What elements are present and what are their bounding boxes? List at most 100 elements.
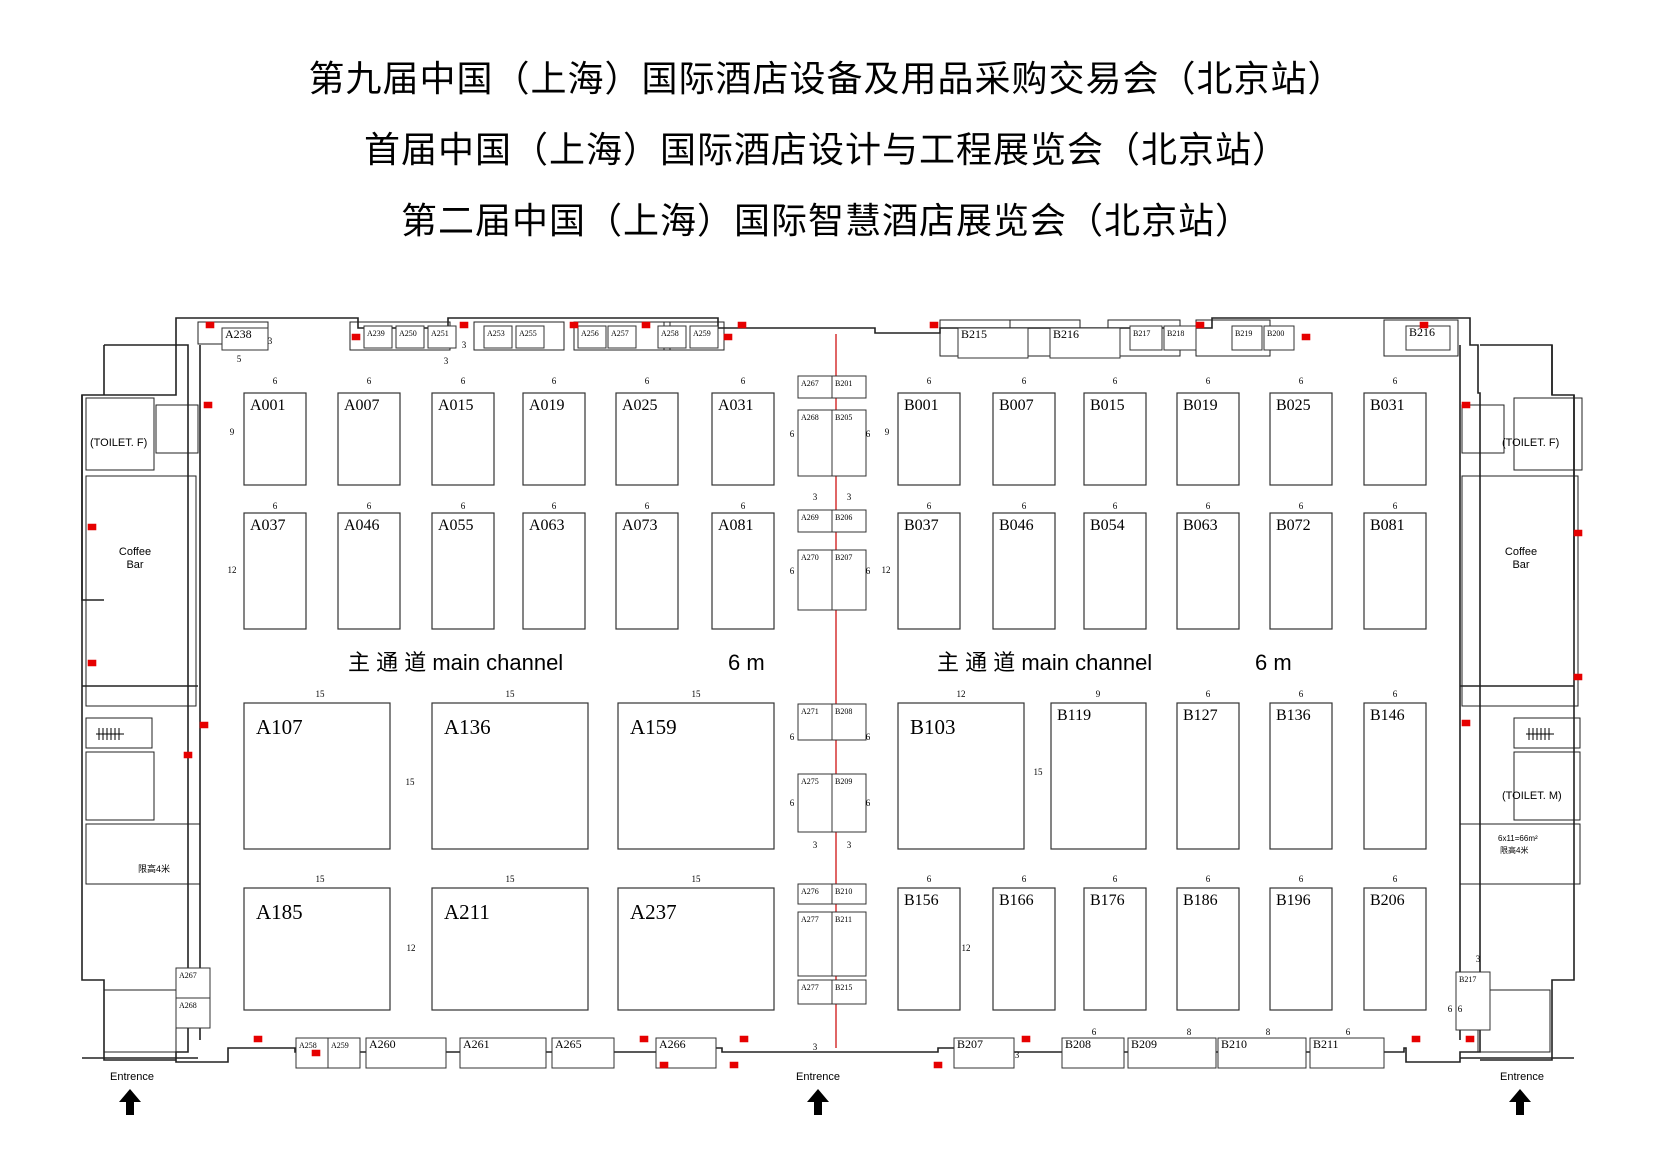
- dim-width: 15: [692, 689, 702, 699]
- dim-width: 6: [1113, 501, 1118, 511]
- small-booth-a239: A239: [363, 325, 393, 349]
- dim-width: 6: [1206, 689, 1211, 699]
- small-booth-a271: A271: [797, 703, 833, 741]
- dim-width: 6: [1022, 501, 1027, 511]
- arrow-up-icon: [119, 1089, 141, 1115]
- booth-b127: B127: [1176, 702, 1240, 850]
- dim-misc: 3: [1476, 954, 1481, 964]
- dim-depth: 9: [230, 427, 235, 437]
- entrance-center[interactable]: Entrence: [796, 1071, 840, 1115]
- booth-outline: [1061, 1037, 1125, 1069]
- booth-label: B218: [1167, 329, 1184, 338]
- room-outline: [85, 751, 155, 821]
- booth-outline: [395, 325, 425, 349]
- small-booth-b207: B207: [953, 1037, 1015, 1069]
- small-booth-b210: B210: [1217, 1037, 1307, 1069]
- booth-outline: [992, 512, 1056, 630]
- booth-label: A277: [801, 983, 819, 992]
- booth-outline: [1163, 325, 1197, 351]
- booth-outline: [657, 325, 687, 349]
- booth-b063: B063: [1176, 512, 1240, 630]
- booth-a081: A081: [711, 512, 775, 630]
- small-booth-a277: A277: [797, 979, 833, 1005]
- booth-label: A031: [718, 397, 754, 414]
- booth-label: B001: [904, 397, 939, 414]
- booth-label: A258: [661, 329, 679, 338]
- booth-outline: [711, 512, 775, 630]
- dim-center: 6: [790, 732, 795, 742]
- booth-label: B196: [1276, 892, 1311, 909]
- booth-label: A063: [529, 517, 565, 534]
- fire-extinguisher-marker: [639, 1035, 649, 1043]
- dim-width: 6: [552, 376, 557, 386]
- booth-label: A277: [801, 915, 819, 924]
- booth-label: A073: [622, 517, 658, 534]
- booth-outline: [483, 325, 513, 349]
- booth-outline: [1176, 887, 1240, 1011]
- booth-outline: [957, 327, 1029, 359]
- booth-label: B019: [1183, 397, 1218, 414]
- booth-outline: [427, 325, 457, 349]
- room-outline: [155, 404, 199, 454]
- booth-label: A185: [256, 900, 303, 924]
- dim-center: 6: [866, 732, 871, 742]
- booth-outline: [243, 392, 307, 486]
- booth-outline: [897, 392, 961, 486]
- booth-outline: [897, 702, 1025, 850]
- dim-center: 3: [813, 492, 818, 502]
- booth-label: B037: [904, 517, 939, 534]
- booth-label: B031: [1370, 397, 1405, 414]
- booth-label: A268: [179, 1001, 197, 1010]
- dim-width: 6: [1299, 689, 1304, 699]
- booth-outline: [1127, 1037, 1217, 1069]
- coffee-bar-left-label-2: Bar: [126, 559, 143, 571]
- booth-label: A265: [555, 1037, 582, 1051]
- small-booth-b207: B207: [831, 549, 867, 611]
- dim-misc: 3: [444, 356, 449, 366]
- fire-extinguisher-marker: [203, 401, 213, 409]
- fire-extinguisher-marker: [205, 321, 215, 329]
- booth-b037: B037: [897, 512, 961, 630]
- booth-label: A019: [529, 397, 565, 414]
- small-booth-b205: B205: [831, 409, 867, 477]
- booth-outline: [1269, 702, 1333, 850]
- booth-label: B216: [1053, 327, 1079, 341]
- booth-b081: B081: [1363, 512, 1427, 630]
- coffee-bar-right-label-2: Bar: [1512, 559, 1529, 571]
- booth-label: B176: [1090, 892, 1125, 909]
- booth-outline: [1217, 1037, 1307, 1069]
- booth-label: A256: [581, 329, 599, 338]
- main-channel-label-left: 主 通 道 main channel: [348, 650, 563, 675]
- small-booth-a260: A260: [365, 1037, 447, 1069]
- fire-extinguisher-marker: [569, 321, 579, 329]
- booth-outline: [617, 887, 775, 1011]
- stairs-icon: [96, 728, 124, 740]
- booth-label: A107: [256, 715, 303, 739]
- dim-center: 3: [813, 840, 818, 850]
- dim-center: 6: [790, 429, 795, 439]
- wall-segment: [175, 317, 1481, 1063]
- area-note-right-label: 6x11=66m²: [1498, 834, 1538, 843]
- booth-a211: A211: [431, 887, 589, 1011]
- fire-extinguisher-marker: [737, 321, 747, 329]
- small-booth-a268: A268: [797, 409, 833, 477]
- booth-outline: [577, 325, 607, 349]
- booth-label: B211: [835, 915, 852, 924]
- booth-outline: [221, 327, 269, 351]
- booth-outline: [1050, 702, 1147, 850]
- booth-outline: [551, 1037, 615, 1069]
- fire-extinguisher-marker: [641, 321, 651, 329]
- booth-b146: B146: [1363, 702, 1427, 850]
- entrance-left[interactable]: Entrence: [110, 1071, 154, 1115]
- booth-label: B211: [1313, 1037, 1339, 1051]
- booth-outline: [797, 773, 833, 833]
- dim-width: 15: [506, 874, 516, 884]
- booth-label: A007: [344, 397, 380, 414]
- entrance-right[interactable]: Entrence: [1500, 1071, 1544, 1115]
- dim-depth: 12: [228, 565, 237, 575]
- small-booth-a256: A256: [577, 325, 607, 349]
- dim-width: 6: [927, 376, 932, 386]
- wall-segment: [81, 395, 176, 1061]
- dim-depth: 12: [407, 943, 416, 953]
